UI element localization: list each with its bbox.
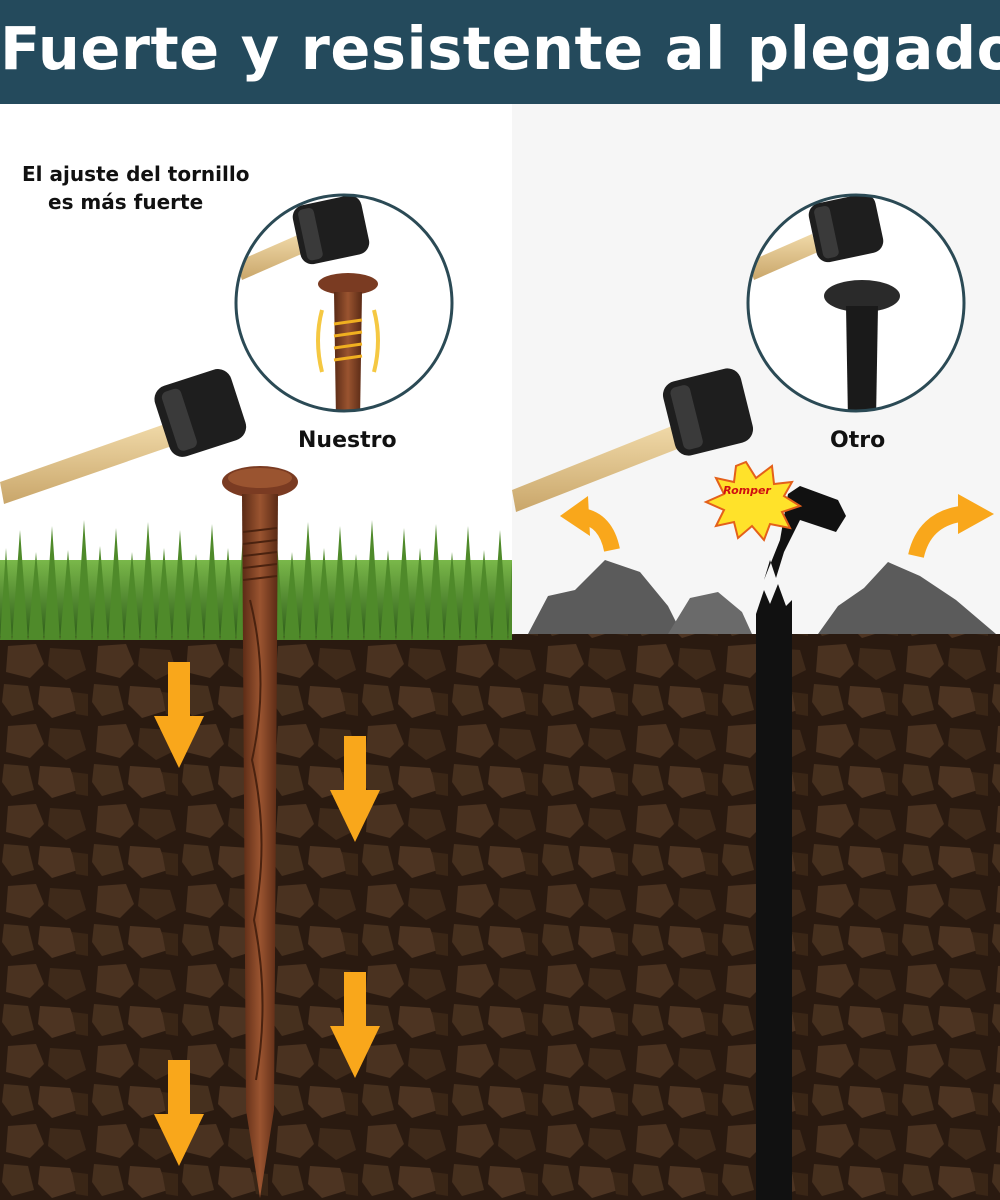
screw-fit-note-line-2: es más fuerte <box>48 190 204 214</box>
down-arrow-icon <box>330 972 380 1078</box>
other-label: Otro <box>830 428 886 453</box>
down-arrow-icon <box>154 662 204 768</box>
title-banner: Fuerte y resistente al plegado <box>0 0 1000 104</box>
curved-arrow-icon <box>560 496 620 552</box>
ours-label: Nuestro <box>298 428 397 453</box>
zoom-circle-icon <box>234 193 454 413</box>
hammer-icon <box>512 368 754 512</box>
break-burst-label: Romper <box>723 484 771 497</box>
rock-icon <box>528 560 996 634</box>
curved-arrow-icon <box>908 494 994 559</box>
stake-icon <box>222 466 298 1198</box>
down-arrow-icon <box>330 736 380 842</box>
zoom-circle-icon <box>746 193 966 413</box>
soil-ground <box>0 634 1000 1200</box>
stake-icon <box>756 486 846 1200</box>
screw-fit-note-line-1: El ajuste del tornillo <box>22 162 250 186</box>
break-burst-icon <box>703 460 803 542</box>
down-arrow-icon <box>154 1060 204 1166</box>
page-title: Fuerte y resistente al plegado <box>0 14 1000 83</box>
hammer-icon <box>0 369 247 504</box>
